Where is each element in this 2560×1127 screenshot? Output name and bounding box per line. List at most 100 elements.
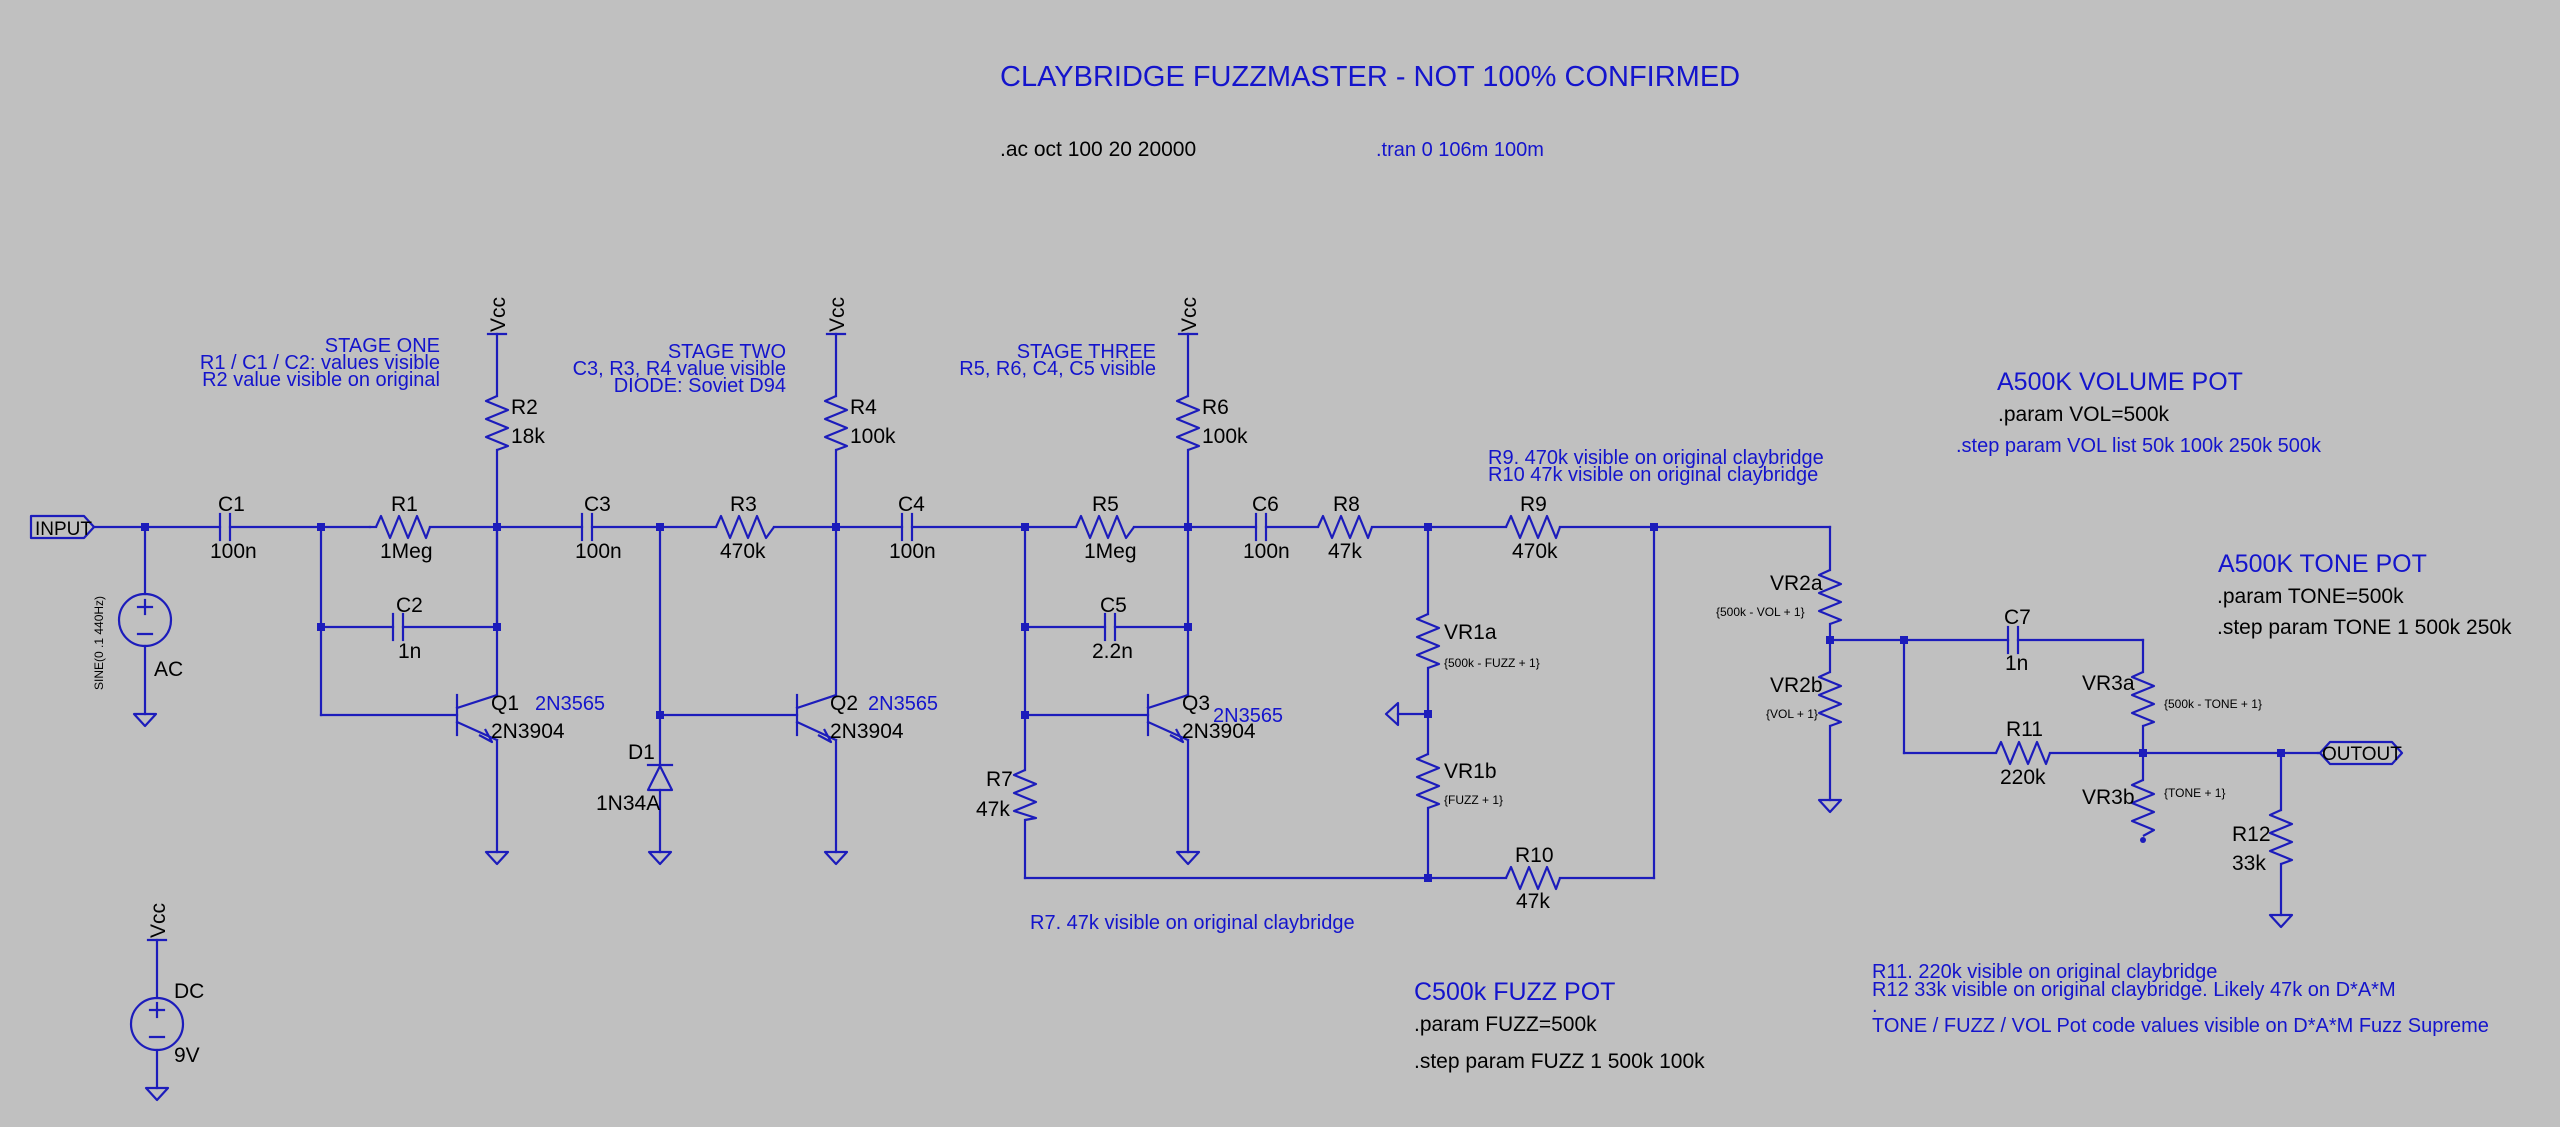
svg-text:47k: 47k bbox=[976, 798, 1010, 821]
svg-text:2N3904: 2N3904 bbox=[830, 720, 904, 743]
svg-text:Q3: Q3 bbox=[1182, 692, 1210, 715]
svg-text:{500k - TONE + 1}: {500k - TONE + 1} bbox=[2164, 697, 2262, 711]
resistor-r1[interactable]: R1 1Meg bbox=[374, 493, 433, 563]
svg-text:100n: 100n bbox=[210, 540, 257, 563]
notes-r9-r10: R9. 470k visible on original claybridge … bbox=[1488, 447, 1824, 486]
pot-vr2b[interactable]: VR2b {VOL + 1} bbox=[1766, 670, 1843, 728]
capacitor-c1[interactable]: C1 100n bbox=[210, 493, 257, 563]
svg-text:2.2n: 2.2n bbox=[1092, 640, 1133, 663]
transistor-q3[interactable]: Q3 2N3565 2N3904 bbox=[1146, 692, 1283, 744]
svg-text:INPUT: INPUT bbox=[35, 519, 92, 540]
svg-text:47k: 47k bbox=[1328, 540, 1362, 563]
svg-text:DC: DC bbox=[174, 980, 204, 1003]
capacitor-c4[interactable]: C4 100n bbox=[889, 493, 936, 563]
svg-text:.param TONE=500k: .param TONE=500k bbox=[2217, 585, 2404, 608]
svg-text:VR3a: VR3a bbox=[2082, 672, 2135, 695]
svg-text:C6: C6 bbox=[1252, 493, 1279, 516]
svg-text:R5: R5 bbox=[1092, 493, 1119, 516]
ground-symbols bbox=[132, 701, 2294, 1102]
pot-vr1a[interactable]: VR1a {500k - FUZZ + 1} bbox=[1415, 612, 1540, 670]
svg-text:R12 33k visible on original c: R12 33k visible on original claybridge. … bbox=[1872, 979, 2396, 1001]
tone-pot-block: A500K TONE POT .param TONE=500k .step pa… bbox=[2217, 550, 2512, 639]
pot-vr2a[interactable]: VR2a {500k - VOL + 1} bbox=[1716, 568, 1843, 626]
svg-text:470k: 470k bbox=[720, 540, 766, 563]
svg-text:C4: C4 bbox=[898, 493, 925, 516]
svg-text:Q2: Q2 bbox=[830, 692, 858, 715]
transistor-q1[interactable]: Q1 2N3565 2N3904 bbox=[455, 692, 605, 744]
resistor-r6[interactable]: R6 100k bbox=[1175, 394, 1248, 452]
svg-text:A500K TONE POT: A500K TONE POT bbox=[2218, 550, 2427, 578]
svg-text:C500k FUZZ POT: C500k FUZZ POT bbox=[1414, 978, 1615, 1006]
svg-text:R11. 220k visible on origina: R11. 220k visible on original claybridge bbox=[1872, 961, 2217, 983]
pot-vr1b[interactable]: VR1b {FUZZ + 1} bbox=[1415, 752, 1503, 810]
output-flag[interactable]: OUTOUT bbox=[2316, 740, 2404, 766]
notes-r11-r12: R11. 220k visible on original claybridge… bbox=[1872, 961, 2489, 1037]
svg-text:.param FUZZ=500k: .param FUZZ=500k bbox=[1414, 1013, 1597, 1036]
resistor-r10[interactable]: R10 47k bbox=[1504, 844, 1562, 913]
pot-vr3a[interactable]: VR3a {500k - TONE + 1} bbox=[2082, 670, 2262, 728]
dc-source[interactable]: DC 9V bbox=[129, 980, 204, 1067]
svg-text:VR1b: VR1b bbox=[1444, 760, 1497, 783]
resistor-r7[interactable]: R7 47k bbox=[976, 768, 1038, 822]
junctions bbox=[141, 523, 2285, 882]
svg-text:C2: C2 bbox=[396, 594, 423, 617]
svg-text:R12: R12 bbox=[2232, 823, 2271, 846]
svg-text:{500k - VOL + 1}: {500k - VOL + 1} bbox=[1716, 605, 1805, 619]
resistor-r2[interactable]: R2 18k bbox=[484, 394, 545, 452]
resistor-r5[interactable]: R5 1Meg bbox=[1074, 493, 1137, 563]
capacitor-c7[interactable]: C7 1n bbox=[2004, 606, 2031, 675]
capacitor-c5[interactable]: C5 2.2n bbox=[1092, 594, 1133, 663]
diode-d1[interactable]: D1 1N34A bbox=[596, 741, 674, 815]
svg-text:STAGE TWO: STAGE TWO bbox=[668, 341, 786, 363]
svg-text:R2: R2 bbox=[511, 396, 538, 419]
resistor-r12[interactable]: R12 33k bbox=[2232, 808, 2294, 875]
svg-text:R10 47k visible on original c: R10 47k visible on original claybridge bbox=[1488, 464, 1818, 486]
svg-text:18k: 18k bbox=[511, 425, 545, 448]
svg-text:R3: R3 bbox=[730, 493, 757, 516]
svg-text:C5: C5 bbox=[1100, 594, 1127, 617]
svg-text:1n: 1n bbox=[398, 640, 421, 663]
capacitor-c2[interactable]: C2 1n bbox=[391, 594, 423, 663]
svg-text:Vcc: Vcc bbox=[487, 297, 510, 332]
capacitor-c6[interactable]: C6 100n bbox=[1243, 493, 1290, 563]
resistor-r8[interactable]: R8 47k bbox=[1316, 493, 1374, 563]
svg-text:{FUZZ + 1}: {FUZZ + 1} bbox=[1444, 793, 1503, 807]
svg-text:2N3565: 2N3565 bbox=[1213, 705, 1283, 727]
input-flag[interactable]: INPUT bbox=[29, 514, 96, 540]
stage-two-note: STAGE TWO C3, R3, R4 value visible DIODE… bbox=[573, 341, 786, 397]
transistor-q2[interactable]: Q2 2N3565 2N3904 bbox=[795, 692, 938, 744]
stage-one-note: STAGE ONE R1 / C1 / C2: values visible R… bbox=[200, 335, 440, 391]
svg-text:100n: 100n bbox=[889, 540, 936, 563]
svg-text:VR3b: VR3b bbox=[2082, 786, 2135, 809]
svg-text:{TONE + 1}: {TONE + 1} bbox=[2164, 786, 2225, 800]
pot-vr3b[interactable]: VR3b {TONE + 1} bbox=[2082, 778, 2225, 843]
resistor-r4[interactable]: R4 100k bbox=[823, 394, 896, 452]
capacitor-c3[interactable]: C3 100n bbox=[575, 493, 622, 563]
volume-pot-block: A500K VOLUME POT .param VOL=500k .step p… bbox=[1956, 368, 2322, 457]
svg-text:1n: 1n bbox=[2005, 652, 2028, 675]
svg-text:TONE / FUZZ / VOL Pot code va: TONE / FUZZ / VOL Pot code values visibl… bbox=[1872, 1015, 2489, 1037]
vcc-flag-q3: Vcc bbox=[1177, 297, 1201, 336]
svg-text:Vcc: Vcc bbox=[826, 297, 849, 332]
resistor-r11[interactable]: R11 220k bbox=[1994, 718, 2052, 789]
vcc-flag-q1: Vcc bbox=[486, 297, 510, 336]
svg-text:Vcc: Vcc bbox=[147, 903, 170, 938]
svg-text:2N3565: 2N3565 bbox=[868, 693, 938, 715]
svg-text:1N34A: 1N34A bbox=[596, 792, 660, 815]
svg-text:1Meg: 1Meg bbox=[1084, 540, 1137, 563]
svg-text:STAGE THREE: STAGE THREE bbox=[1017, 341, 1156, 363]
svg-text:R9. 470k visible on original: R9. 470k visible on original claybridge bbox=[1488, 447, 1824, 469]
svg-text:R7: R7 bbox=[986, 768, 1013, 791]
svg-text:R1 / C1 / C2: values visible: R1 / C1 / C2: values visible bbox=[200, 352, 440, 374]
fuzz-pot-block: C500k FUZZ POT .param FUZZ=500k .step pa… bbox=[1414, 978, 1705, 1073]
tran-directive: .tran 0 106m 100m bbox=[1376, 139, 1544, 161]
svg-text:100n: 100n bbox=[1243, 540, 1290, 563]
resistor-r9[interactable]: R9 470k bbox=[1504, 493, 1562, 563]
svg-text:STAGE ONE: STAGE ONE bbox=[325, 335, 440, 357]
ac-source[interactable]: AC SINE(0 .1 440Hz) bbox=[92, 592, 183, 690]
resistor-r3[interactable]: R3 470k bbox=[714, 493, 775, 563]
vcc-flag-dc: Vcc bbox=[146, 903, 170, 942]
svg-text:C1: C1 bbox=[218, 493, 245, 516]
schematic-title: CLAYBRIDGE FUZZMASTER - NOT 100% CONFIRM… bbox=[1000, 61, 1740, 93]
